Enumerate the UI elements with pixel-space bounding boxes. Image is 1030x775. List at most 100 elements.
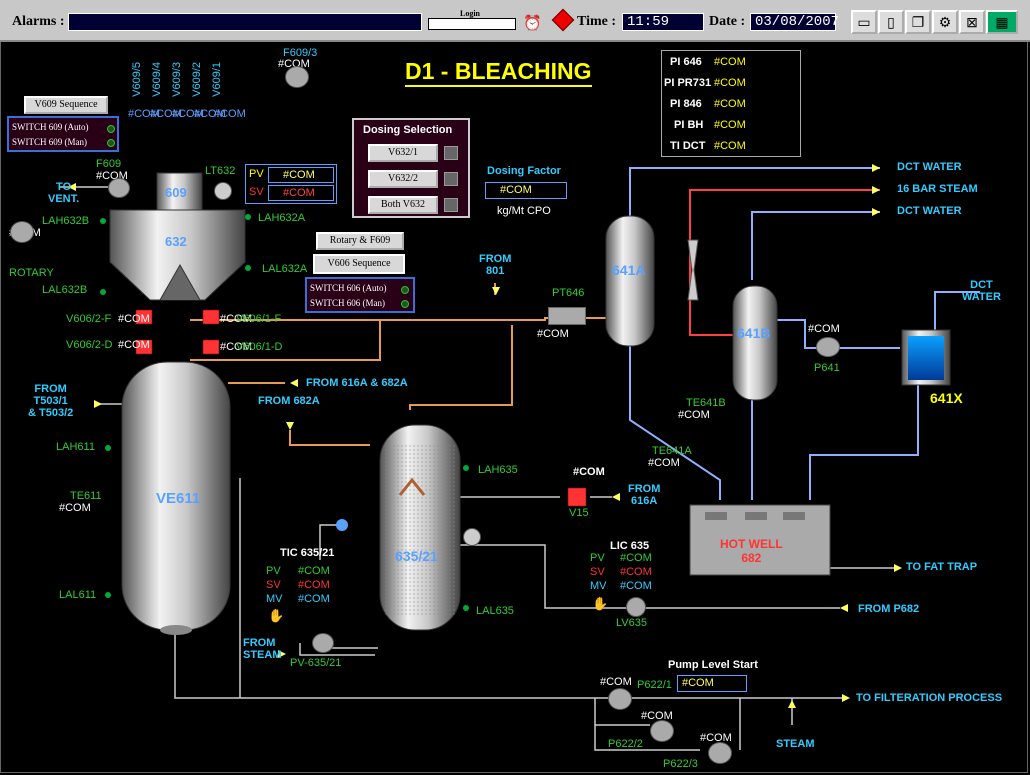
v15-label: V15 <box>569 507 589 519</box>
lal632b-label: LAL632B <box>42 284 88 296</box>
lic635-sv-label: SV <box>590 566 605 578</box>
document-icon[interactable]: ▯ <box>878 10 904 34</box>
f609-fan-icon[interactable] <box>108 178 130 198</box>
p641-label: P641 <box>814 362 840 374</box>
dosing-factor-unit: kg/Mt CPO <box>497 205 551 217</box>
com-value: #COM <box>172 108 204 120</box>
tic635-sv-value[interactable]: #COM <box>298 579 330 591</box>
pi-bh-label: PI BH <box>674 119 704 131</box>
lv635-valve-icon[interactable] <box>626 597 646 617</box>
p641-pump-icon[interactable] <box>816 337 840 357</box>
pv-label: PV <box>249 168 264 180</box>
f609-3-label: F609/3 <box>283 47 318 59</box>
steam-16bar-label: 16 BAR STEAM <box>897 183 978 195</box>
p622-1-pump-icon[interactable] <box>608 688 632 710</box>
alarms-field[interactable] <box>68 13 422 31</box>
from-616a-682a-label: FROM 616A & 682A <box>306 377 408 389</box>
steam-pipe <box>689 189 880 336</box>
tic635-pv-label: PV <box>266 565 281 577</box>
from-steam-label: FROM STEAM <box>243 637 282 661</box>
p622-2-pump-icon[interactable] <box>650 720 674 742</box>
top-toolbar: Alarms : Login ⏰ Time : 11:59 Date : 03/… <box>0 0 1030 42</box>
lv635-label: LV635 <box>616 617 647 629</box>
ti-dct-label: TI DCT <box>670 140 706 152</box>
dct-water-2-label: DCT WATER <box>897 205 962 217</box>
lic635-label: LIC 635 <box>610 540 650 552</box>
switch606-man-led <box>401 300 409 308</box>
alarm-clock-icon[interactable]: ⏰ <box>523 15 542 32</box>
vessel-641a-body <box>605 215 655 347</box>
copy-icon[interactable]: ❐ <box>905 10 931 34</box>
com-value: #COM <box>808 323 840 335</box>
p622-3-label: P622/3 <box>663 758 698 770</box>
alarms-label: Alarms : <box>12 14 65 29</box>
dosing-v632-1-button[interactable]: V632/1 <box>368 144 438 162</box>
lic635-mv-label: MV <box>590 580 607 592</box>
switch609-man[interactable]: SWITCH 609 (Man) <box>12 137 87 147</box>
lah635-label: LAH635 <box>478 464 518 476</box>
switch606-box: SWITCH 606 (Auto) SWITCH 606 (Man) <box>305 277 415 313</box>
vessel-641x-label: 641X <box>930 390 963 406</box>
lal611-label: LAL611 <box>59 589 97 601</box>
switch609-auto[interactable]: SWITCH 609 (Auto) <box>12 122 89 132</box>
te641b-label: TE641B <box>686 397 726 409</box>
valve-tag-v609-3: V609/3 <box>171 62 183 97</box>
v606-1d-label: V606/1-D <box>236 341 283 353</box>
pi-646-value: #COM <box>714 56 746 68</box>
pi-846-value: #COM <box>714 98 746 110</box>
dosing-v632-1-indicator <box>444 146 458 160</box>
com-value: #COM <box>678 409 710 421</box>
lic635-hand-icon[interactable]: ✋ <box>592 596 609 611</box>
settings-icon[interactable]: ⚙ <box>932 10 958 34</box>
lt632-pv-sv-box: PV #COM SV #COM <box>245 164 337 204</box>
pi-bh-value: #COM <box>714 119 746 131</box>
valve-tag-v609-2: V609/2 <box>191 62 203 97</box>
pt646-transmitter-icon[interactable] <box>548 307 586 325</box>
switch606-auto[interactable]: SWITCH 606 (Auto) <box>310 283 387 293</box>
rotary-valve-icon[interactable] <box>10 221 34 243</box>
water-pipes <box>629 167 980 500</box>
dosing-factor-field[interactable]: #COM <box>485 182 567 199</box>
monitor-icon[interactable]: ▭ <box>851 10 877 34</box>
pump-level-start-field[interactable]: #COM <box>677 675 747 692</box>
te611-label: TE611 <box>70 490 102 502</box>
p622-3-pump-icon[interactable] <box>708 742 732 764</box>
vessel-632-body <box>109 209 246 301</box>
pv635-label: PV-635/21 <box>290 657 342 669</box>
lt632-sv-field[interactable]: #COM <box>268 185 334 201</box>
lt632-gauge-icon[interactable] <box>214 182 232 200</box>
tic635-sensor-icon[interactable] <box>336 519 348 531</box>
tic635-hand-icon[interactable]: ✋ <box>268 608 285 623</box>
lah632a-label: LAH632A <box>258 212 306 224</box>
dct-water-label: DCT WATER <box>897 161 962 173</box>
dosing-both-button[interactable]: Both V632 <box>368 196 438 214</box>
lic635-mv-value[interactable]: #COM <box>620 580 652 592</box>
trend-icon[interactable]: ⊠ <box>959 10 985 34</box>
lal632a-label: LAL632A <box>262 263 308 275</box>
login-field[interactable] <box>428 18 516 30</box>
pv635-valve-icon[interactable] <box>312 633 334 653</box>
v606-sequence-button[interactable]: V606 Sequence <box>313 254 405 274</box>
grid-icon[interactable]: ▦ <box>986 10 1018 34</box>
switch606-man[interactable]: SWITCH 606 (Man) <box>310 298 385 308</box>
com-value: #COM <box>194 108 226 120</box>
valves <box>135 309 587 507</box>
vessel-632-label: 632 <box>165 234 187 249</box>
tic635-mv-value[interactable]: #COM <box>298 593 330 605</box>
rotary-f609-button[interactable]: Rotary & F609 <box>316 232 404 250</box>
com-value: #COM <box>59 502 91 514</box>
from-801-label: FROM 801 <box>479 253 512 277</box>
switch606-auto-led <box>401 286 409 294</box>
login-label: Login <box>460 9 481 18</box>
f609-3-fan-icon[interactable] <box>285 66 309 88</box>
vessel-635-label: 635/21 <box>395 548 438 564</box>
dosing-v632-2-button[interactable]: V632/2 <box>368 170 438 188</box>
v609-sequence-button[interactable]: V609 Sequence <box>24 96 108 114</box>
to-vent-label: TO VENT. <box>48 181 80 205</box>
lic635-sensor-icon[interactable] <box>463 528 481 546</box>
to-filtration-label: TO FILTERATION PROCESS <box>856 692 1003 704</box>
lic635-sv-value[interactable]: #COM <box>620 566 652 578</box>
vessel-609-body <box>156 172 203 211</box>
time-field: 11:59 <box>622 13 704 31</box>
dct-water-3-label: DCT WATER <box>962 279 1001 303</box>
